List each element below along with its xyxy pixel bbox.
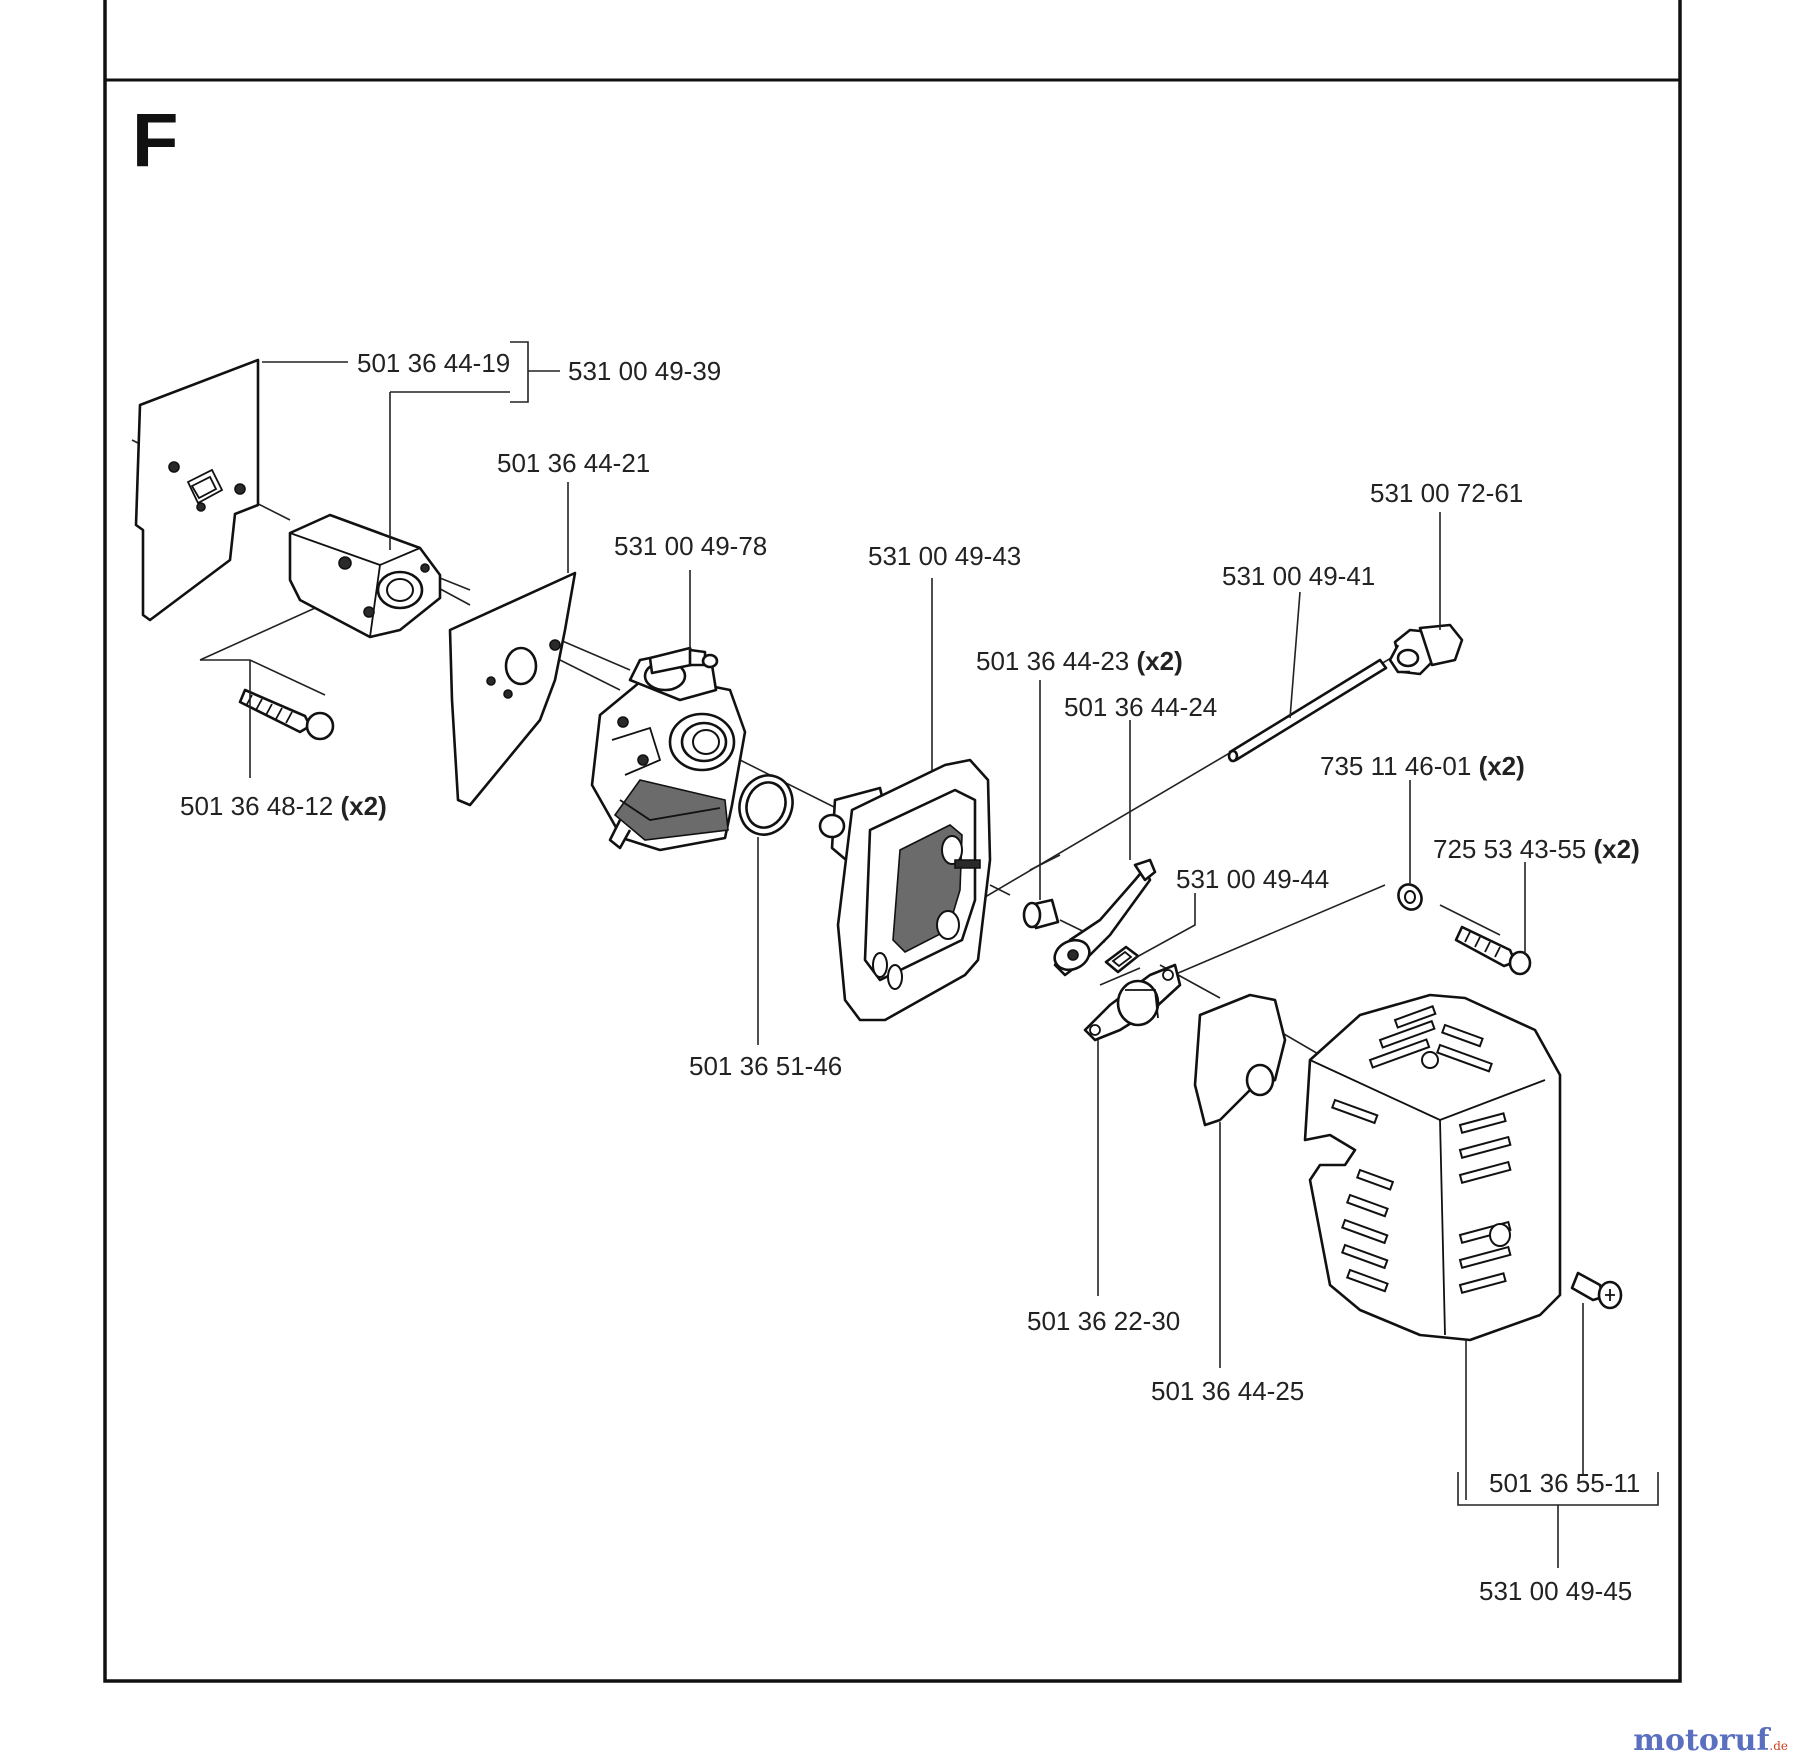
part-label: 501 36 55-11 [1489, 1468, 1640, 1498]
cover-screw-part [1454, 925, 1532, 976]
bushing-part [1022, 898, 1060, 930]
filter-housing-part [818, 758, 992, 1022]
part-label: 501 36 44-23 (x2) [976, 646, 1183, 676]
part-label: 531 00 49-44 [1176, 864, 1329, 894]
carburetor-part [590, 646, 747, 852]
part-label: 735 11 46-01 (x2) [1320, 751, 1525, 781]
watermark-logo: motoruf.de [1633, 1723, 1788, 1758]
part-label: 531 00 49-39 [568, 356, 721, 386]
callout-leaders [200, 341, 1659, 1568]
insulator-plate-part [448, 571, 577, 807]
choke-plate-part [1083, 963, 1182, 1042]
part-label: 531 00 49-78 [614, 531, 767, 561]
part-label: 501 36 48-12 (x2) [180, 791, 387, 821]
washer-part [1397, 883, 1423, 911]
part-label: 531 00 49-41 [1222, 561, 1375, 591]
diagram-frame [103, 0, 1682, 1683]
part-label: 531 00 72-61 [1370, 478, 1523, 508]
part-label: 501 36 22-30 [1027, 1306, 1180, 1336]
part-label: 531 00 49-45 [1479, 1576, 1632, 1606]
part-label: 501 36 44-24 [1064, 692, 1217, 722]
part-label: 725 53 43-55 (x2) [1433, 834, 1640, 864]
bolt-part [238, 688, 335, 741]
o-ring-part [738, 774, 794, 836]
gasket-part [134, 358, 260, 622]
part-label: 501 36 44-19 [357, 348, 510, 378]
part-label: 531 00 49-43 [868, 541, 1021, 571]
part-label: 501 36 51-46 [689, 1051, 842, 1081]
part-label: 501 36 44-25 [1151, 1376, 1304, 1406]
section-letter: F [132, 98, 178, 183]
cover-bolt-part [1570, 1271, 1623, 1310]
gasket-small-part [1104, 945, 1140, 974]
air-filter-part [1193, 993, 1287, 1127]
intake-spacer-part [288, 513, 442, 639]
fuel-tube-part [1227, 658, 1388, 763]
primer-bulb-part [1388, 623, 1464, 676]
part-label: 501 36 44-21 [497, 448, 650, 478]
part-labels: 501 36 44-19 531 00 49-39 501 36 44-21 5… [180, 348, 1640, 1606]
filter-cover-part [1303, 993, 1562, 1342]
choke-lever-part [1053, 858, 1157, 977]
